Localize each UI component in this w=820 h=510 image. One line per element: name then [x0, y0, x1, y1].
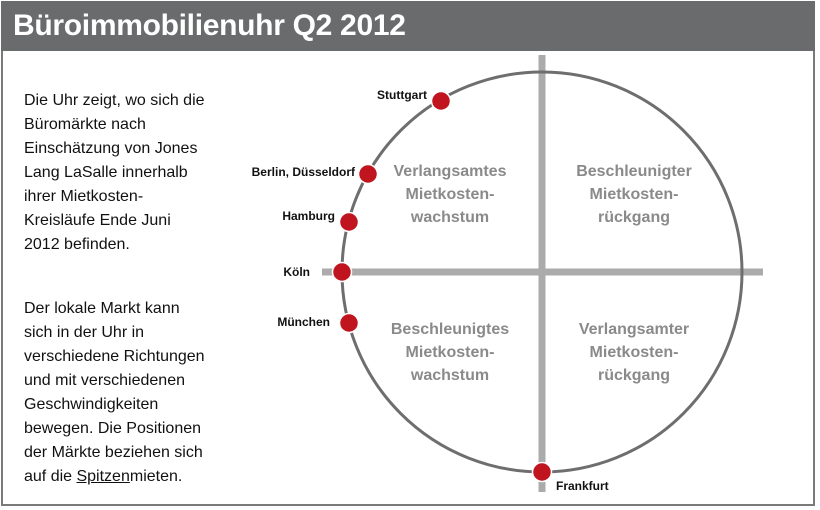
quad-line: Mietkosten- [405, 344, 495, 361]
text-line: ihrer Mietkosten- [24, 188, 144, 205]
dot-stuttgart [430, 90, 452, 112]
text-line: auf die Spitzenmieten. [24, 465, 205, 489]
underlined-term: Spitzen [76, 468, 130, 485]
text-line: Einschätzung von Jones [24, 140, 198, 157]
quad-line: rückgang [597, 367, 670, 384]
quadrant-top-left: Verlangsamtes Mietkosten- wachstum [360, 160, 540, 229]
text-line: Kreisläufe Ende Juni [24, 212, 171, 229]
quadrant-top-right: Beschleunigter Mietkosten- rückgang [544, 160, 724, 229]
quad-line: wachstum [410, 367, 490, 384]
dot-frankfurt [531, 461, 553, 483]
label-stuttgart: Stuttgart [377, 88, 427, 102]
quad-line: Verlangsamtes [393, 163, 507, 180]
quad-line: Beschleunigtes [390, 321, 510, 338]
text-line: Büromärkte nach [24, 116, 146, 133]
text-line: bewegen. Die Positionen [24, 420, 202, 437]
quad-line: Mietkosten- [405, 186, 495, 203]
quad-line: Beschleunigter [576, 163, 692, 180]
label-frankfurt: Frankfurt [556, 479, 609, 493]
text-span: auf die [24, 468, 77, 485]
text-line: der Märkte beziehen sich [24, 444, 203, 461]
quad-line: wachstum [410, 209, 490, 226]
dot-berlin-duesseldorf [357, 163, 379, 185]
quadrant-bottom-right: Verlangsamter Mietkosten- rückgang [544, 318, 724, 387]
quad-line: Mietkosten- [589, 344, 679, 361]
text-line: 2012 befinden. [24, 236, 130, 253]
label-hamburg: Hamburg [282, 209, 335, 223]
label-koeln: Köln [283, 265, 310, 279]
page-title: Büroimmobilienuhr Q2 2012 [13, 9, 406, 42]
text-span: mieten. [129, 468, 183, 485]
text-line: verschiedene Richtungen [24, 348, 205, 365]
label-muenchen: München [277, 315, 330, 329]
quad-line: Mietkosten- [589, 186, 679, 203]
dot-koeln [331, 261, 353, 283]
text-line: sich in der Uhr in [24, 324, 145, 341]
quad-line: rückgang [597, 209, 670, 226]
dot-hamburg [338, 211, 360, 233]
header-bar: Büroimmobilienuhr Q2 2012 [1, 1, 815, 51]
note-text: Der lokale Markt kann sich in der Uhr in… [24, 297, 205, 489]
dot-muenchen [338, 312, 360, 334]
quadrant-bottom-left: Beschleunigtes Mietkosten- wachstum [360, 318, 540, 387]
text-line: Lang LaSalle innerhalb [24, 164, 188, 181]
intro-text: Die Uhr zeigt, wo sich die Büromärkte na… [24, 89, 205, 257]
text-line: Geschwindigkeiten [24, 396, 159, 413]
text-line: und mit verschiedenen [24, 372, 185, 389]
label-berlin-duesseldorf: Berlin, Düsseldorf [251, 165, 355, 179]
text-line: Der lokale Markt kann [24, 300, 180, 317]
quad-line: Verlangsamter [578, 321, 690, 338]
text-line: Die Uhr zeigt, wo sich die [24, 92, 205, 109]
